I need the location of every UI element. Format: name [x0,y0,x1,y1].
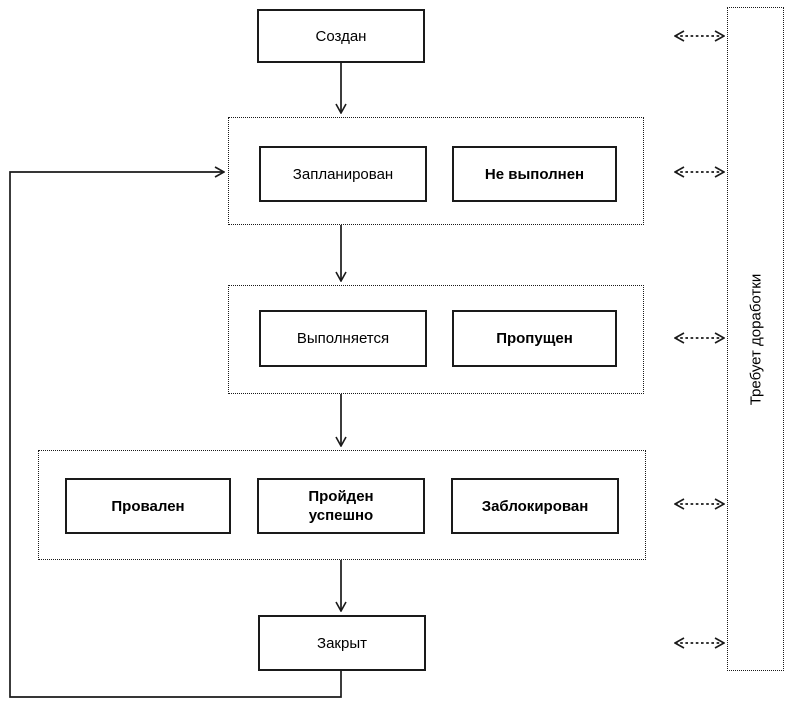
node-in-progress: Выполняется [259,310,427,367]
node-skipped-label: Пропущен [496,330,573,347]
node-not-executed-label: Не выполнен [484,165,585,183]
node-skipped: Пропущен [452,310,617,367]
group-planned-stage: Запланирован Не выполнен [228,117,644,225]
node-planned: Запланирован [259,146,427,202]
node-passed-successfully-label: Пройден успешно [308,488,374,524]
node-blocked: Заблокирован [451,478,619,534]
node-not-executed: Не выполнен [452,146,617,202]
node-in-progress-label: Выполняется [296,330,390,347]
node-closed: Закрыт [258,615,426,671]
group-execution-stage: Выполняется Пропущен [228,285,644,394]
node-created-label: Создан [315,27,367,45]
node-passed-successfully: Пройден успешно [257,478,425,534]
node-closed-label: Закрыт [317,634,367,652]
needs-rework-label: Требует доработки [747,273,765,405]
node-blocked-label: Заблокирован [481,497,589,515]
node-failed: Провален [65,478,231,534]
needs-rework-panel: Требует доработки [727,7,784,671]
node-created: Создан [257,9,425,63]
node-failed-label: Провален [111,497,185,515]
group-result-stage: Провален Пройден успешно Заблокирован [38,450,646,560]
node-planned-label: Запланирован [292,165,394,183]
